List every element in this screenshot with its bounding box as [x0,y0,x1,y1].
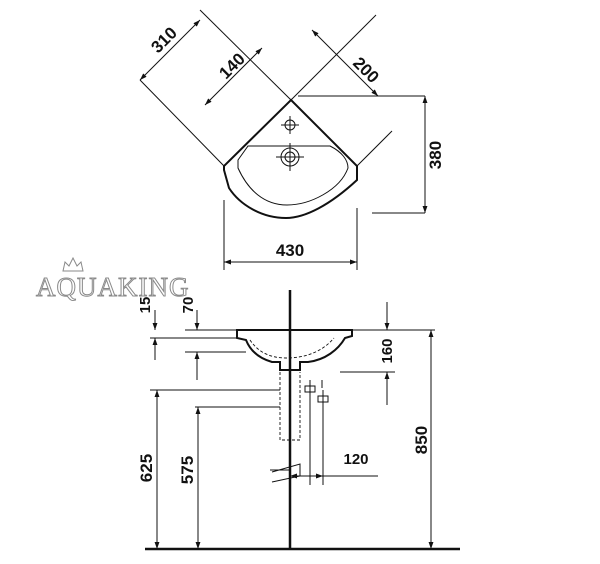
dim-850-label: 850 [412,426,431,454]
dim-160-label: 160 [379,338,396,363]
trap-dashed [279,372,301,441]
angle-valves [304,380,329,410]
dim-310-label: 310 [147,23,180,56]
dim-430-label: 430 [276,241,304,260]
dim-625-label: 625 [137,454,156,482]
dim-200-label: 200 [349,53,382,86]
trap-outlet [271,463,301,483]
dim-575-label: 575 [178,456,197,484]
dim-140-label: 140 [215,49,248,82]
dim-120-label: 120 [343,451,368,468]
basin-profile [236,329,353,371]
crown-icon [62,256,84,272]
aquaking-logo: AQUAKING [36,256,189,303]
basin-outline [223,98,358,220]
logo-text: AQUAKING [36,272,189,302]
side-view: 15 70 160 120 625 575 850 [137,290,460,551]
dim-15-label: 15 [137,297,154,314]
plan-view: 310 140 200 380 430 [139,9,445,270]
dim-380-label: 380 [426,141,445,169]
dim-70-label: 70 [180,297,197,314]
basin-inner-profile [249,337,335,359]
basin-bowl [237,145,349,206]
